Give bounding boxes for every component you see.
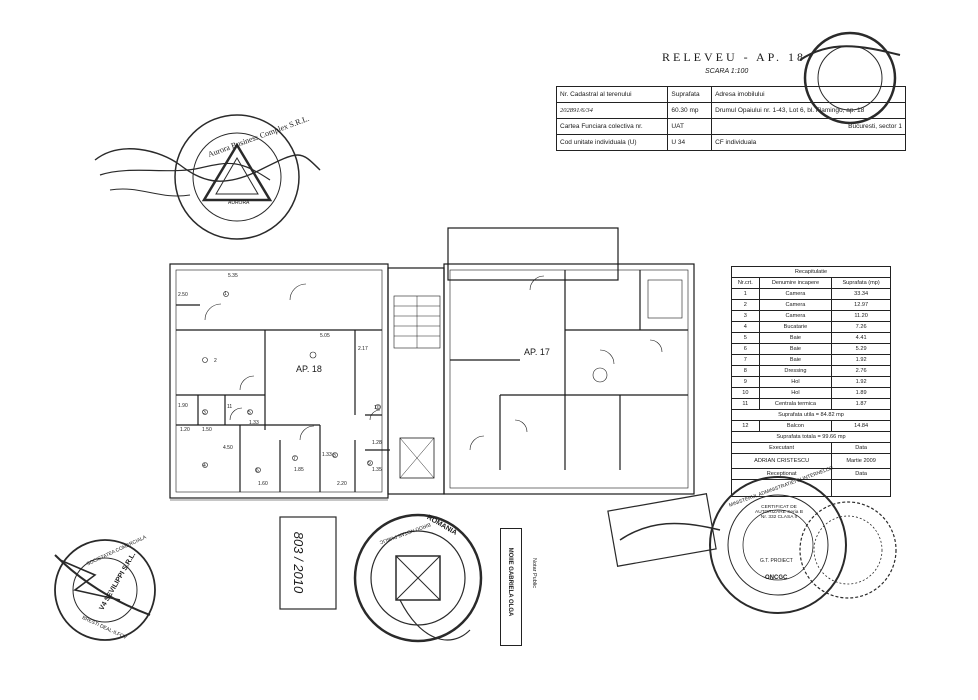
dimension-label: 1.35 [372, 467, 382, 473]
gt-proiect-text: G.T. PROIECT [760, 558, 793, 564]
ap18-label: AP. 18 [296, 364, 322, 374]
notar-name: MOIIE GABRIELA OLGA [507, 547, 513, 617]
dimension-label: 2.50 [178, 292, 188, 298]
certificat-stamp-text: CERTIFICAT DE AUTORIZARE Seria B Nr. 332… [755, 505, 803, 520]
ap17-label: AP. 17 [524, 347, 550, 357]
dimension-label: 1.50 [202, 427, 212, 433]
dimension-label: 1.33 [249, 420, 259, 426]
cadastral-table: Nr. Cadastral al terenului Suprafata Adr… [555, 86, 906, 151]
dimension-label: 1.90 [178, 403, 188, 409]
notar-title: Notar Public [530, 558, 537, 588]
cf-label: CF individuala [711, 134, 906, 151]
scale-label: SCARA 1:100 [705, 68, 749, 75]
room-number: 11 [227, 404, 233, 410]
room-number: 7 [293, 456, 296, 462]
recap-cell: 1.92 [831, 376, 891, 388]
handwritten-reference: 803 / 2010 [291, 531, 307, 594]
nr-cadastral-label: Nr. Cadastral al terenului [555, 86, 669, 103]
dimension-label: 2.17 [358, 346, 368, 352]
dimension-label: 1.28 [372, 440, 382, 446]
aurora-stamp-outer [174, 114, 300, 240]
recap-table: Recapitulatie Nr.crt. Denumire incapere … [730, 266, 891, 497]
oncgc-text: ONCGC [765, 575, 788, 581]
room-number: 1 [224, 291, 227, 297]
document-title: RELEVEU - AP. 18 [662, 50, 806, 64]
dimension-label: 5.35 [228, 273, 238, 279]
room-number: 5 [248, 410, 251, 416]
dimension-label: 1.60 [258, 481, 268, 487]
cod-unitate-label: Cod unitate individuala (U) [555, 134, 669, 151]
room-number: 9 [368, 461, 371, 467]
dimension-label: 1.85 [294, 467, 304, 473]
room-number: 8 [333, 453, 336, 459]
dimension-label: 1.33 [322, 452, 332, 458]
dimension-label: 1.20 [180, 427, 190, 433]
dimension-label: 4.50 [223, 445, 233, 451]
notar-stamp-box: MOIIE GABRIELA OLGA [500, 528, 522, 646]
room-number: 2 [214, 358, 217, 364]
room-number: 3 [203, 410, 206, 416]
dimension-label: 5.05 [320, 333, 330, 339]
cod-unitate-value: U 34 [667, 134, 713, 151]
room-number: 4 [203, 463, 206, 469]
room-number: 10 [374, 405, 380, 411]
room-number: 6 [256, 468, 259, 474]
receptionat-date-blank [831, 479, 891, 497]
dimension-label: 2.20 [337, 481, 347, 487]
aurora-stamp-center: AURORA [228, 200, 250, 206]
